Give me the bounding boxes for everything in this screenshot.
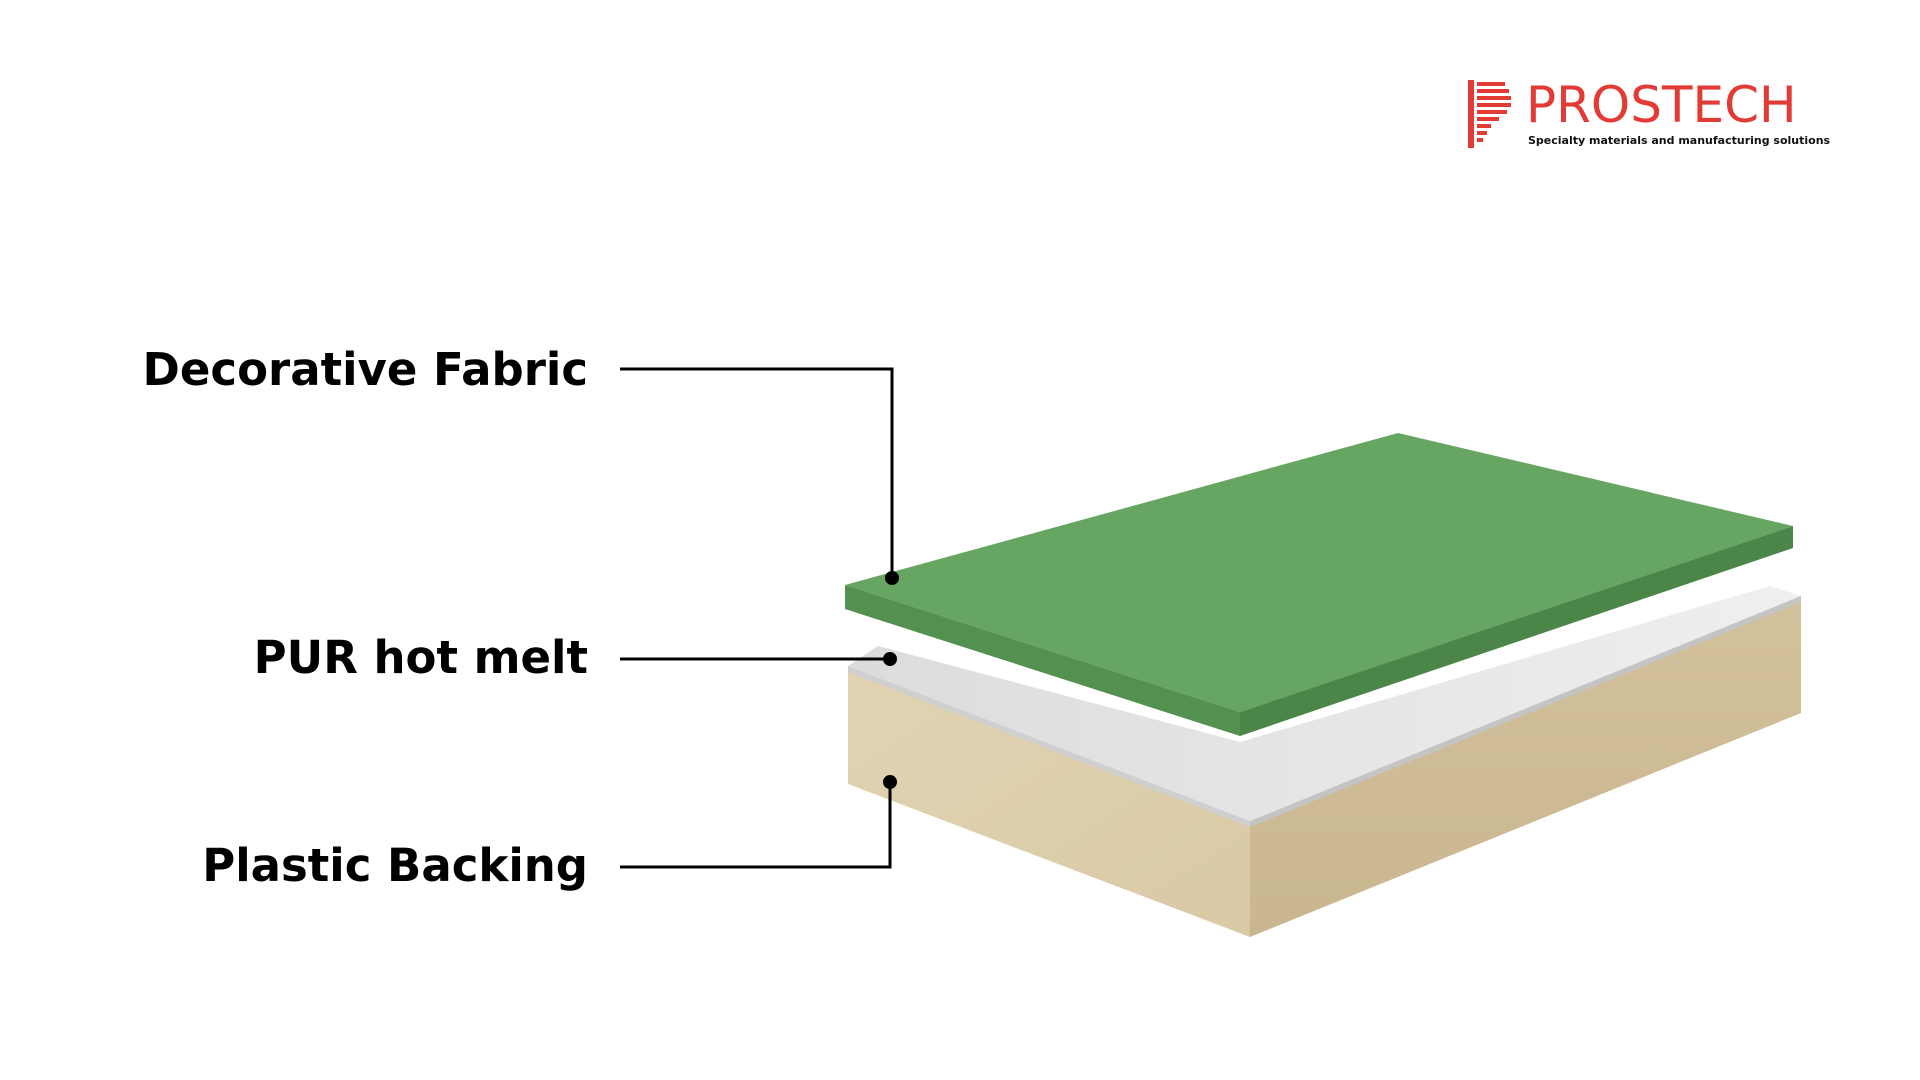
pur-hot-melt-right-edge bbox=[1250, 596, 1801, 827]
decorative-fabric-front-edge bbox=[845, 585, 1240, 736]
pur-hot-melt-layer bbox=[848, 586, 1801, 827]
leader-dot-plastic-backing bbox=[883, 775, 897, 789]
label-plastic-backing: Plastic Backing bbox=[202, 839, 588, 892]
plastic-backing-right-face bbox=[1250, 600, 1801, 937]
plastic-backing-front-face bbox=[848, 670, 1250, 937]
decorative-fabric-top-face bbox=[845, 433, 1793, 712]
decorative-fabric-right-edge bbox=[1240, 526, 1793, 736]
label-decorative-fabric: Decorative Fabric bbox=[142, 343, 588, 396]
decorative-fabric-layer bbox=[845, 433, 1793, 736]
leader-dot-pur-hot-melt bbox=[883, 652, 897, 666]
leader-dot-decorative-fabric bbox=[885, 571, 899, 585]
pur-hot-melt-top-face bbox=[848, 586, 1801, 821]
leader-line-decorative-fabric bbox=[620, 367, 894, 578]
brand-name: PROSTECH bbox=[1526, 76, 1797, 134]
label-pur-hot-melt: PUR hot melt bbox=[253, 631, 588, 684]
prostech-logo-mark-icon bbox=[1468, 80, 1511, 148]
leader-dots bbox=[883, 571, 899, 789]
prostech-logo: PROSTECH Specialty materials and manufac… bbox=[1466, 76, 1830, 150]
brand-tagline: Specialty materials and manufacturing so… bbox=[1528, 134, 1831, 147]
pur-hot-melt-edge bbox=[848, 666, 1250, 827]
leader-lines bbox=[620, 367, 894, 869]
leader-line-plastic-backing bbox=[620, 782, 892, 869]
plastic-backing-layer bbox=[848, 600, 1801, 937]
